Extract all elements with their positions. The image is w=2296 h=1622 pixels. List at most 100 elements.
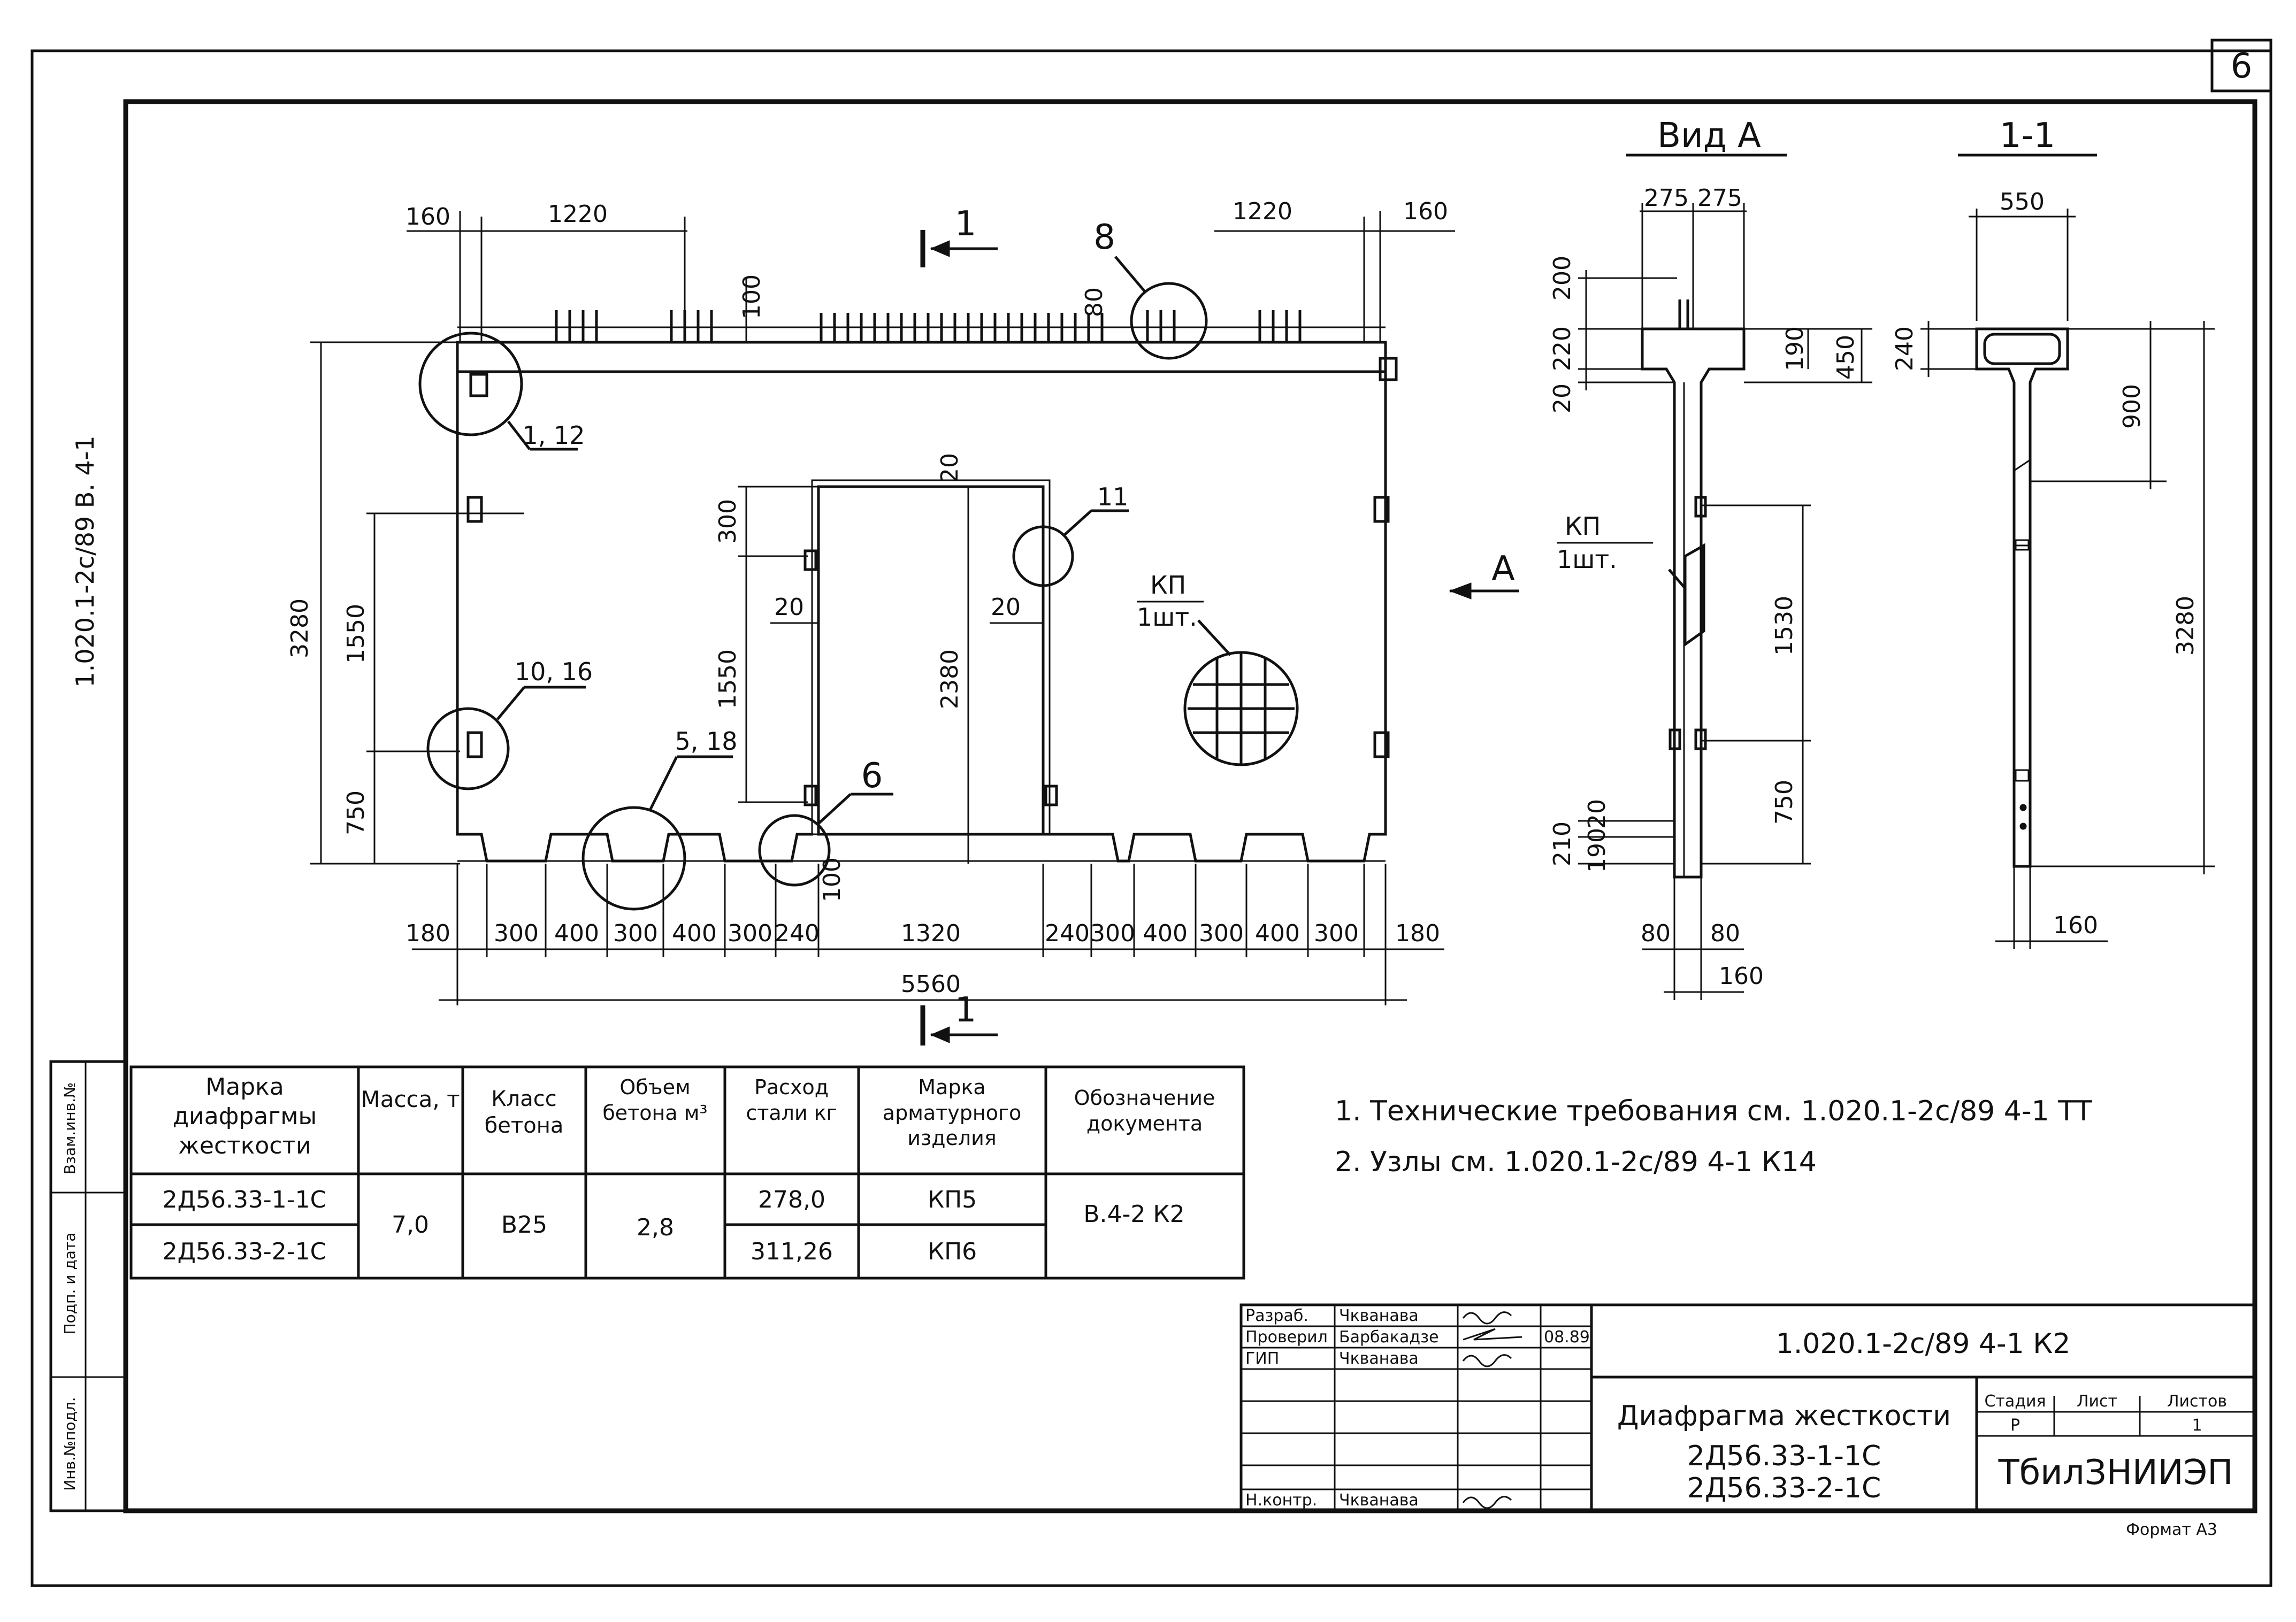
role-gip: ГИП [1245, 1349, 1279, 1368]
callout-circle-11 [1012, 525, 1074, 587]
side-code: 1.020.1-2с/89 В. 4-1 [71, 435, 100, 687]
role-checker: Проверил [1245, 1328, 1328, 1347]
front-dimensions: 160 1220 1220 160 100 80 3280 1550 750 3… [286, 198, 1455, 1005]
outer-frame [30, 49, 2272, 1587]
top-beam [456, 341, 1387, 373]
header-product: Марка арматурного изделия [882, 1075, 1022, 1150]
callout-1-12: 1, 12 [522, 421, 585, 450]
callout-circle-5-18 [581, 806, 686, 911]
section-1-1: 1-1 550 240 900 3280 160 [1891, 116, 2215, 949]
dim-chain-6: 240 [775, 920, 820, 947]
view-a: Вид А 275 275 КП 1шт. 200 220 20 190 [1549, 116, 1872, 1000]
left-strip-sign: Подп. и дата [61, 1233, 79, 1335]
dim-bottom-100: 100 [818, 857, 846, 902]
doc-mark-2: 2Д56.33-2-1С [1687, 1472, 1881, 1504]
dim-opening-300: 300 [714, 499, 741, 544]
callout-8: 8 [1093, 218, 1115, 257]
dim-chain-14: 180 [1395, 920, 1440, 947]
dim-chain-10: 400 [1143, 920, 1188, 947]
view-a-kp-label: КП [1565, 512, 1601, 541]
section-dim-240: 240 [1891, 326, 1918, 371]
section-dim-900: 900 [2118, 384, 2146, 429]
view-a-dim-190: 190 [1781, 326, 1809, 371]
panel-outline [456, 372, 813, 863]
header-class: Класс бетона [484, 1087, 564, 1138]
header-steel: Расход стали кг [746, 1075, 837, 1125]
row-2-steel: 311,26 [751, 1238, 833, 1265]
note-1: 1. Технические требования см. 1.020.1-2с… [1335, 1095, 2092, 1127]
sheets-value: 1 [2192, 1416, 2202, 1435]
dim-chain-1: 300 [494, 920, 539, 947]
kp-label: КП [1150, 571, 1186, 599]
view-a-dim-210: 210 [1549, 821, 1576, 866]
stage-value: Р [2010, 1416, 2020, 1435]
header-mark: Марка диафрагмы жесткости [172, 1073, 317, 1159]
date-checker: 08.89 [1544, 1328, 1590, 1347]
section-dim-160: 160 [2053, 912, 2098, 939]
doc-code: 1.020.1-2с/89 4-1 К2 [1776, 1328, 2071, 1360]
dim-chain-9: 300 [1090, 920, 1135, 947]
header-mass: Масса, т [361, 1086, 460, 1112]
sheet-header: Лист [2077, 1392, 2117, 1411]
stage-header: Стадия [1984, 1392, 2046, 1411]
callout-circle-10-16 [426, 707, 510, 790]
sheet-number-box [2210, 39, 2272, 93]
title-block: Разраб. Проверил ГИП Н.контр. Чкванава Б… [1239, 1303, 2256, 1512]
view-a-dim-1530: 1530 [1771, 596, 1798, 656]
dim-chain-7: 1320 [901, 920, 961, 947]
view-a-dim-20b: 20 [1583, 799, 1611, 829]
view-a-title: Вид А [1657, 116, 1761, 156]
view-a-dim-275-right: 275 [1697, 185, 1742, 212]
section-dim-3280: 3280 [2172, 596, 2199, 656]
dim-opening-2380: 2380 [936, 649, 963, 709]
inner-frame [123, 99, 2257, 1513]
dim-80-top: 80 [1081, 287, 1108, 317]
view-a-dim-80-right: 80 [1710, 920, 1740, 947]
header-volume: Объем бетона м³ [602, 1075, 708, 1125]
dim-total-5560: 5560 [901, 971, 961, 998]
rebar-ticks [555, 310, 1302, 342]
view-a-kp-qty: 1шт. [1557, 545, 1617, 574]
row-1-product: КП5 [928, 1186, 977, 1213]
doc-title: Диафрагма жесткости [1617, 1400, 1951, 1432]
org-name: ТбилЗНИИЭП [1998, 1453, 2233, 1493]
dim-chain-12: 400 [1255, 920, 1300, 947]
view-arrow-label: А [1491, 549, 1515, 589]
name-checker: Барбакадзе [1339, 1328, 1439, 1347]
name-norm: Чкванава [1339, 1491, 1419, 1510]
section-title: 1-1 [2000, 116, 2056, 156]
view-a-dim-750: 750 [1771, 780, 1798, 825]
view-a-dim-450: 450 [1832, 335, 1859, 380]
callout-circle-6 [758, 814, 831, 887]
cell-class: В25 [501, 1211, 547, 1239]
kp-qty: 1шт. [1137, 603, 1197, 632]
spec-table: Марка диафрагмы жесткости Масса, т Класс… [129, 1065, 1245, 1280]
dim-top-1220-left: 1220 [548, 201, 608, 228]
format-label: Формат А3 [2126, 1520, 2217, 1539]
dim-top-160-right: 160 [1403, 198, 1448, 225]
dim-height-1550: 1550 [342, 604, 370, 664]
name-gip: Чкванава [1339, 1349, 1419, 1368]
dim-height-750: 750 [342, 790, 370, 835]
view-a-dim-200: 200 [1549, 256, 1576, 301]
dim-top-160-left: 160 [405, 203, 450, 230]
sheet-number: 6 [2231, 47, 2253, 86]
callout-5-18: 5, 18 [675, 727, 737, 756]
section-profile [1975, 327, 2069, 868]
cell-volume: 2,8 [637, 1214, 674, 1241]
section-marker-top: 1 [955, 204, 977, 244]
left-strip-replace: Взам.инв.№ [61, 1082, 79, 1174]
dim-edge-20-top: 20 [936, 453, 963, 483]
role-author: Разраб. [1245, 1306, 1308, 1325]
view-a-dim-190b: 190 [1583, 828, 1611, 873]
callout-10-16: 10, 16 [515, 657, 593, 686]
header-document: Обозначение документа [1074, 1086, 1215, 1135]
dim-top-1220-right: 1220 [1233, 198, 1292, 225]
dim-chain-11: 300 [1199, 920, 1244, 947]
dim-chain-13: 300 [1314, 920, 1359, 947]
view-a-dim-80-left: 80 [1641, 920, 1671, 947]
left-strip-inv: Инв.№подл. [61, 1397, 79, 1490]
dim-opening-1550: 1550 [714, 649, 741, 709]
dim-chain-8: 240 [1045, 920, 1090, 947]
